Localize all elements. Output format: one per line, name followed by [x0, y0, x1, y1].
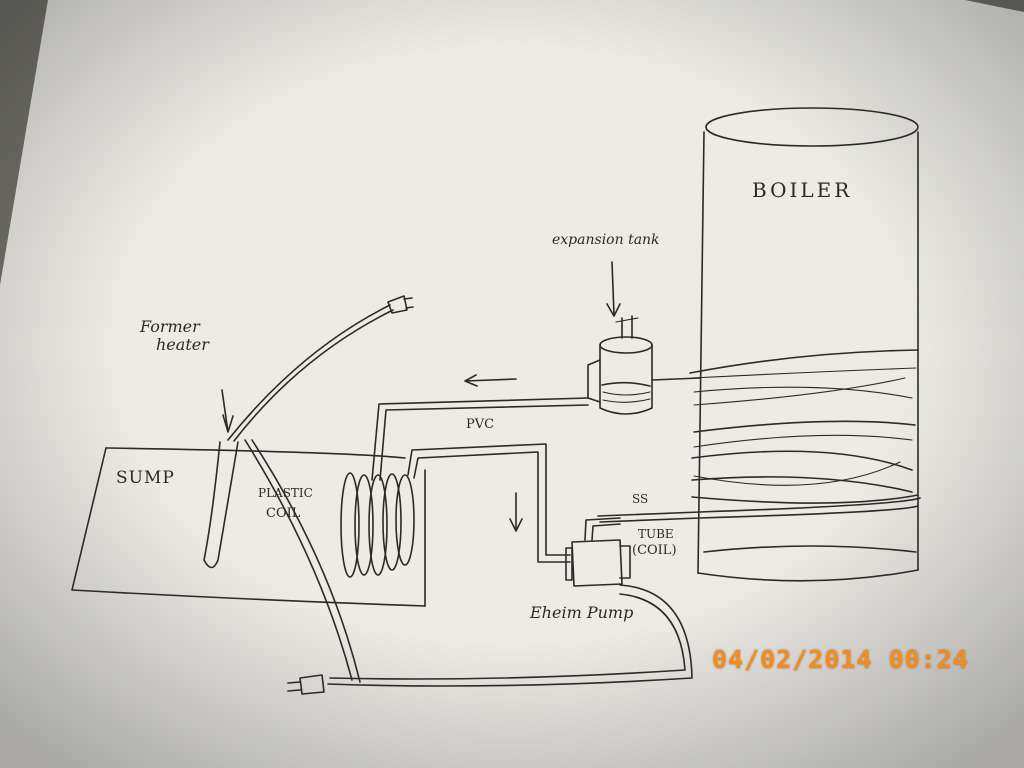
pump-power-cable [327, 584, 693, 687]
former-heater-label-line1: Former [140, 317, 200, 336]
expansion-tank-label: expansion tank [552, 232, 660, 248]
boiler-drawing [689, 107, 919, 582]
camera-timestamp: 04/02/2014 00:24 [712, 645, 969, 674]
ink-sketch [71, 107, 921, 695]
sump-drawing [71, 447, 426, 607]
flow-arrow-left [464, 374, 517, 387]
eheim-pump-label: Eheim Pump [530, 603, 634, 622]
plastic-coil-label-line1: PLASTIC [258, 486, 313, 500]
power-cord [244, 439, 361, 683]
former-heater-label-line2: heater [156, 335, 209, 355]
pvc-label: PVC [466, 417, 495, 432]
boiler-label: BOILER [752, 178, 853, 202]
sump-label: SUMP [116, 468, 175, 488]
plastic-coil-label: PLASTIC COIL [258, 483, 313, 525]
expansion-tank-drawing [587, 261, 701, 415]
former-heater-label: Former heater [140, 317, 209, 355]
eheim-pump-drawing [565, 517, 631, 587]
power-plug [287, 674, 325, 695]
tube-coil-label-line1: TUBE [638, 527, 674, 541]
flow-arrow-down [509, 492, 523, 532]
tube-coil-label: TUBE (COIL) [632, 526, 677, 560]
tube-coil-label-line2: (COIL) [632, 543, 677, 559]
former-heater-drawing [203, 295, 414, 569]
ss-label: SS [632, 492, 649, 506]
plastic-coil-label-line2: COIL [266, 506, 301, 522]
ss-tube [597, 497, 921, 523]
plastic-coil-drawing [340, 443, 571, 578]
